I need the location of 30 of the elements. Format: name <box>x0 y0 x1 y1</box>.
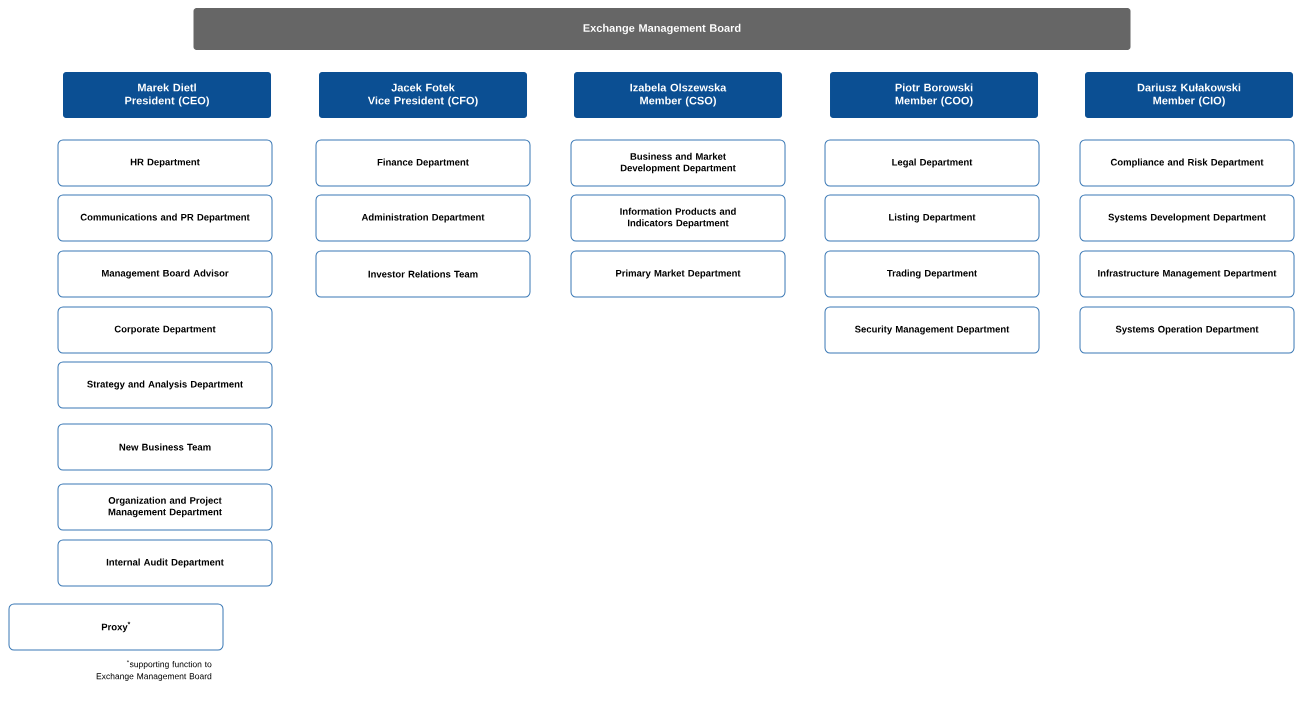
department-box: Infrastructure Management Department <box>1079 250 1295 298</box>
department-box: Security Management Department <box>824 306 1040 354</box>
department-box: Trading Department <box>824 250 1040 298</box>
department-box: Administration Department <box>315 194 531 242</box>
member-box: Marek Dietl President (CEO) <box>63 72 271 118</box>
department-box: Compliance and Risk Department <box>1079 139 1295 187</box>
department-box: Strategy and Analysis Department <box>57 361 273 409</box>
member-box: Jacek Fotek Vice President (CFO) <box>319 72 527 118</box>
department-box: Communications and PR Department <box>57 194 273 242</box>
department-box: New Business Team <box>57 423 273 471</box>
department-box: Business and Market Development Department <box>570 139 786 187</box>
department-box: Listing Department <box>824 194 1040 242</box>
footnote: $^{*}$supporting function to Exchange Management Board <box>96 660 212 681</box>
department-box: Corporate Department <box>57 306 273 354</box>
department-box: Systems Development Department <box>1079 194 1295 242</box>
member-box: Dariusz Kułakowski Member (CIO) <box>1085 72 1293 118</box>
department-box: Proxy$^{*}$ <box>8 603 224 651</box>
member-box: Piotr Borowski Member (COO) <box>830 72 1038 118</box>
department-box: Investor Relations Team <box>315 250 531 298</box>
department-box: Primary Market Department <box>570 250 786 298</box>
department-box: Information Products and Indicators Department <box>570 194 786 242</box>
department-box: HR Department <box>57 139 273 187</box>
department-box: Systems Operation Department <box>1079 306 1295 354</box>
department-box: Management Board Advisor <box>57 250 273 298</box>
board-box: Exchange Management Board <box>193 8 1131 50</box>
department-box: Internal Audit Department <box>57 539 273 587</box>
department-box: Legal Department <box>824 139 1040 187</box>
member-box: Izabela Olszewska Member (CSO) <box>574 72 782 118</box>
department-box: Finance Department <box>315 139 531 187</box>
department-box: Organization and Project Management Department <box>57 483 273 531</box>
